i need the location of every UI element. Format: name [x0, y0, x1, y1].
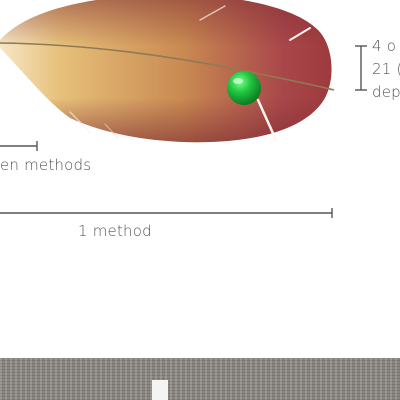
texture-gap: [152, 380, 168, 400]
seven-methods-dimension: [0, 141, 38, 151]
depth-label-line-1: 4 o: [372, 37, 397, 55]
green-sphere-icon[interactable]: [227, 71, 261, 105]
depth-label-line-2: 21 (: [372, 60, 400, 78]
depth-label-line-3: dep: [372, 83, 400, 101]
feather-illustration: [0, 0, 335, 143]
one-method-label: 1 method: [78, 222, 152, 240]
depth-bracket: [355, 45, 367, 91]
bottom-texture-strip: [0, 358, 400, 400]
feather-rachis: [0, 42, 335, 91]
seven-methods-label: en methods: [0, 156, 92, 174]
one-method-dimension: [0, 208, 333, 218]
